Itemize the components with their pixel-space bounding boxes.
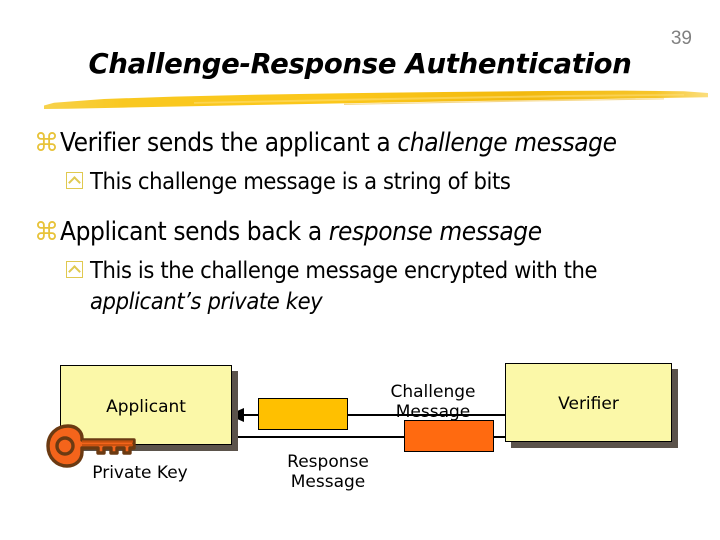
bullet-item-1-text: Verifier sends the applicant a challenge… [60,126,617,160]
title-brushstroke-decoration [44,90,708,109]
page-title: Challenge-Response Authentication [88,48,632,80]
bullet-3-emphasis: response message [328,217,542,247]
verifier-box[interactable] [505,363,672,442]
slide-number: 39 [670,28,692,49]
challenge-message-label: Challenge Message [368,382,498,422]
challenge-message-block [258,398,348,430]
protocol-diagram: Applicant Private Key Challenge Message … [0,350,720,540]
challenge-message-label-line1: Challenge [390,382,476,402]
applicant-box-label: Applicant [106,397,186,417]
bullet-1-plain: Verifier sends the applicant a [60,128,398,158]
response-message-label-line2: Message [290,472,366,492]
chevron-box-bullet-icon [66,166,90,189]
bullet-item-4: This is the challenge message encrypted … [66,255,706,317]
key-icon [46,424,136,468]
response-message-label-line1: Response [287,452,369,472]
bullet-group-spacer [34,203,706,215]
command-bullet-icon: ⌘ [34,128,59,157]
bullet-3-plain: Applicant sends back a [60,217,329,247]
verifier-box-label: Verifier [558,394,619,414]
bullet-item-2-text: This challenge message is a string of bi… [90,167,511,195]
private-key-label: Private Key [92,463,188,483]
challenge-message-label-line2: Message [395,402,471,422]
chevron-box-bullet-icon [66,255,90,278]
bullet-item-3-text: Applicant sends back a response message [60,215,542,249]
slide-body: ⌘ Verifier sends the applicant a challen… [34,126,706,323]
challenge-wire [232,414,514,416]
command-bullet-icon: ⌘ [34,217,59,246]
response-message-block [404,420,494,452]
bullet-item-3: ⌘ Applicant sends back a response messag… [34,215,706,249]
applicant-box[interactable] [60,365,232,445]
bullet-item-2: This challenge message is a string of bi… [66,166,706,197]
bullet-4-emphasis: applicant’s private key [90,287,323,315]
response-message-label: Response Message [258,452,398,492]
response-wire [232,436,514,438]
bullet-1-emphasis: challenge message [397,128,617,158]
bullet-item-1: ⌘ Verifier sends the applicant a challen… [34,126,706,160]
bullet-item-4-text: This is the challenge message encrypted … [90,255,706,317]
bullet-4-plain: This is the challenge message encrypted … [90,256,598,284]
